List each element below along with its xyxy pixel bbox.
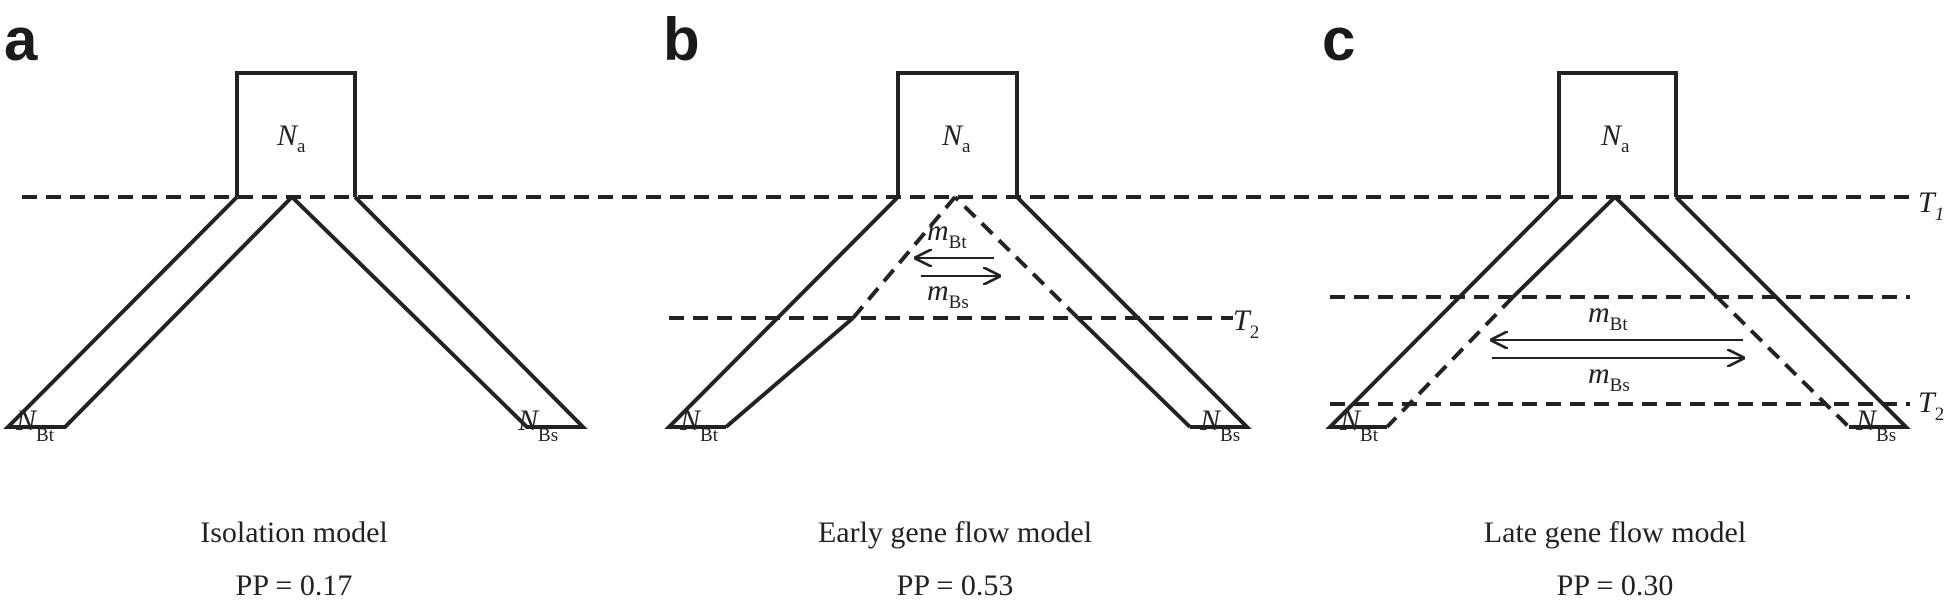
left-branch-inner-dashed (1385, 295, 1515, 429)
ancestral-label: Na (276, 119, 306, 157)
right-branch-inner (1076, 316, 1192, 429)
migration-label-bs: mBs (1588, 357, 1630, 396)
migration-label-bt: mBt (1588, 296, 1628, 335)
t2-label: T2 (1233, 304, 1259, 343)
right-population-label: NBs (1855, 404, 1896, 446)
right-branch-outer (1674, 195, 1911, 429)
model-caption: Early gene flow model (818, 516, 1092, 549)
left-population-label: NBt (15, 404, 55, 446)
right-branch-outer (1015, 195, 1252, 429)
migration-label-bs: mBs (927, 274, 969, 313)
left-population-label: NBt (1339, 404, 1379, 446)
right-population-label: NBs (517, 404, 558, 446)
left-branch-outer (664, 195, 900, 429)
model-caption: Late gene flow model (1484, 516, 1746, 549)
left-branch-inner (1511, 195, 1617, 299)
left-population-label: NBt (679, 404, 719, 446)
ancestral-population-box (896, 71, 1019, 197)
panel-letter-a: a (4, 6, 38, 73)
posterior-probability: PP = 0.17 (236, 569, 353, 602)
t2-label: T2 (1918, 386, 1944, 425)
right-branch-inner-dashed (953, 195, 1080, 320)
left-branch (3, 195, 294, 429)
right-branch-inner-dashed (1715, 295, 1851, 429)
migration-label-bt: mBt (927, 214, 967, 253)
ancestral-label: Na (1600, 119, 1630, 157)
left-branch-outer (1325, 195, 1561, 429)
right-branch (290, 195, 588, 429)
ancestral-population-box (235, 71, 357, 197)
panel-c: c Na T2 mBt mBs NBt NBs Late gene flow m… (1322, 6, 1944, 602)
right-branch-inner (1613, 195, 1719, 299)
posterior-probability: PP = 0.53 (897, 569, 1014, 602)
t1-label: T1 (1918, 186, 1944, 225)
model-caption: Isolation model (200, 516, 387, 549)
left-branch-inner (724, 316, 855, 429)
panel-b: b Na T2 mBt mBs NBt NBs Early gene flow … (663, 6, 1259, 602)
left-branch-inner-dashed (851, 195, 957, 320)
panel-a: a Na NBt NBs Isolation model PP = 0.17 (3, 6, 588, 602)
ancestral-label: Na (941, 119, 971, 157)
panel-letter-b: b (663, 6, 700, 73)
ancestral-population-box (1557, 71, 1678, 197)
panel-letter-c: c (1322, 6, 1355, 73)
posterior-probability: PP = 0.30 (1557, 569, 1674, 602)
right-population-label: NBs (1199, 404, 1240, 446)
